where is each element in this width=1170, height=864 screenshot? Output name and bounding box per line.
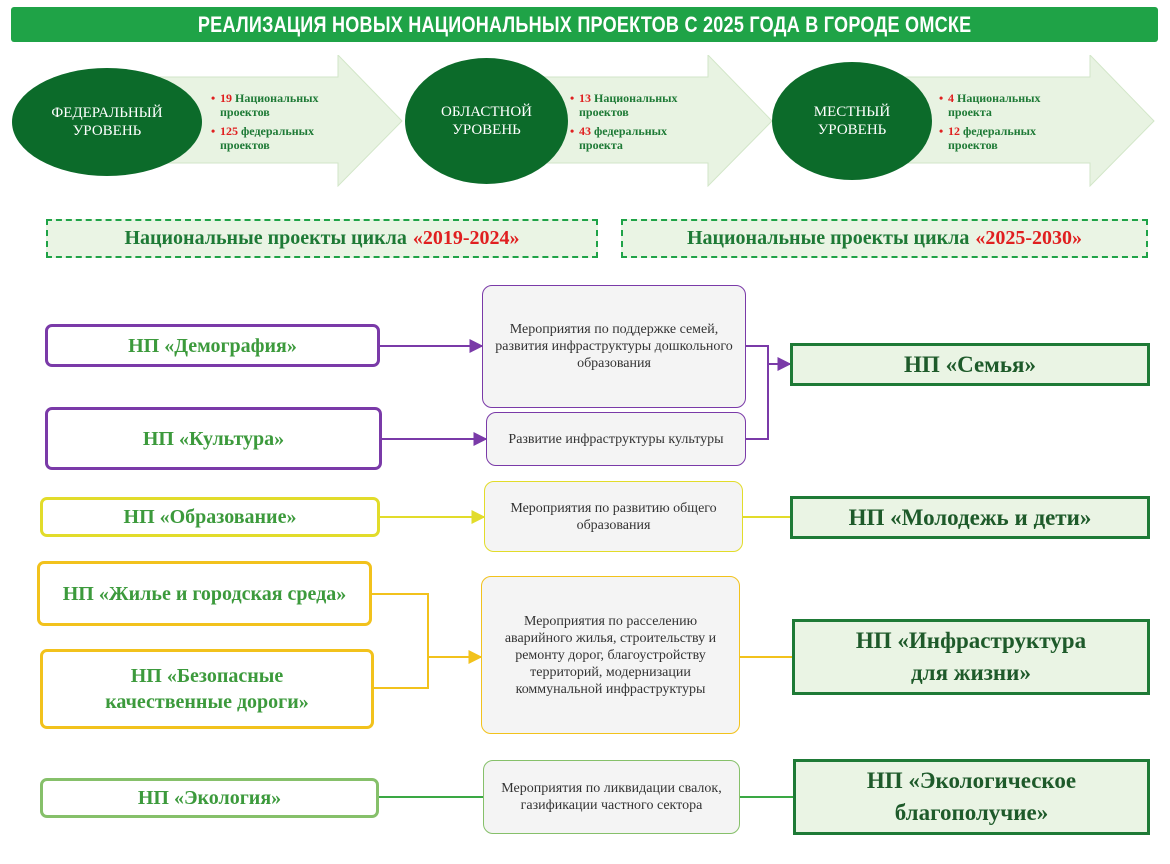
source-roads: НП «Безопасные качественные дороги» xyxy=(40,649,374,729)
level-stats-local: •4 Национальных проекта •12 федеральных … xyxy=(939,91,1041,152)
level-stats-federal: •19 Национальных проектов •125 федеральн… xyxy=(211,91,319,152)
level-name: ОБЛАСТНОЙ xyxy=(441,104,532,120)
source-label: НП «Безопасные качественные дороги» xyxy=(105,665,309,713)
result-label: НП «Инфраструктура для жизни» xyxy=(855,628,1087,685)
result-ecological-wellbeing: НП «Экологическое благополучие» xyxy=(793,759,1150,835)
stat-text: Национальных проектов xyxy=(579,91,678,119)
stat-text: Национальных проектов xyxy=(220,91,319,119)
cycle-header-2019: Национальные проекты цикла«2019-2024» xyxy=(46,219,598,258)
source-label: НП «Экология» xyxy=(137,787,282,809)
level-arrow-local xyxy=(885,55,1157,187)
measure-general-education: Мероприятия по развитию общего образован… xyxy=(484,481,743,552)
source-label: НП «Культура» xyxy=(142,427,285,450)
stat-number: 12 xyxy=(948,124,960,138)
cycle-years: «2025-2030» xyxy=(975,227,1083,249)
measure-living-infrastructure: Мероприятия по расселению аварийного жил… xyxy=(481,576,740,734)
stat-text: Национальных проекта xyxy=(948,91,1041,119)
stat-number: 4 xyxy=(948,91,954,105)
stat-number: 43 xyxy=(579,124,591,138)
measure-culture-infrastructure: Развитие инфраструктуры культуры xyxy=(486,412,746,466)
stat-text: федеральных проектов xyxy=(220,124,315,152)
measure-text: Мероприятия по развитию общего образован… xyxy=(510,500,717,533)
result-youth-children: НП «Молодежь и дети» xyxy=(790,496,1150,539)
cycle-header-2025: Национальные проекты цикла«2025-2030» xyxy=(621,219,1148,258)
source-demography: НП «Демография» xyxy=(45,324,380,367)
source-culture: НП «Культура» xyxy=(45,407,382,470)
source-education: НП «Образование» xyxy=(40,497,380,537)
source-label: НП «Демография» xyxy=(128,334,297,357)
level-regional: ОБЛАСТНОЙ УРОВЕНЬ xyxy=(405,58,568,184)
level-local: МЕСТНЫЙ УРОВЕНЬ xyxy=(772,62,932,180)
source-ecology: НП «Экология» xyxy=(40,778,379,818)
stat-text: федеральных проектов xyxy=(948,124,1037,152)
stat-text: федеральных проекта xyxy=(579,124,668,152)
cycle-label: Национальные проекты цикла xyxy=(686,227,970,249)
level-name: УРОВЕНЬ xyxy=(452,122,521,138)
result-label: НП «Молодежь и дети» xyxy=(848,504,1092,530)
measure-ecology: Мероприятия по ликвидации свалок, газифи… xyxy=(483,760,740,834)
level-federal: ФЕДЕРАЛЬНЫЙ УРОВЕНЬ xyxy=(12,68,202,176)
cycle-label: Национальные проекты цикла xyxy=(124,227,407,249)
level-stats-regional: •13 Национальных проектов •43 федеральны… xyxy=(570,91,678,152)
page-title: РЕАЛИЗАЦИЯ НОВЫХ НАЦИОНАЛЬНЫХ ПРОЕКТОВ С… xyxy=(11,7,1158,42)
result-label: НП «Экологическое благополучие» xyxy=(866,768,1077,825)
level-name: ФЕДЕРАЛЬНЫЙ xyxy=(51,105,163,121)
measure-text: Мероприятия по расселению аварийного жил… xyxy=(504,613,717,697)
level-arrow-regional xyxy=(520,55,775,187)
result-label: НП «Семья» xyxy=(904,351,1036,377)
measure-text: Мероприятия по ликвидации свалок, газифи… xyxy=(501,781,722,813)
cycle-years: «2019-2024» xyxy=(412,227,520,249)
stat-number: 13 xyxy=(579,91,591,105)
stat-number: 19 xyxy=(220,91,232,105)
measure-text: Развитие инфраструктуры культуры xyxy=(508,431,724,447)
result-family: НП «Семья» xyxy=(790,343,1150,386)
source-housing: НП «Жилье и городская среда» xyxy=(37,561,372,626)
measure-text: Мероприятия по поддержке семей, развития… xyxy=(495,322,733,371)
stat-number: 125 xyxy=(220,124,238,138)
level-name: УРОВЕНЬ xyxy=(72,123,142,139)
level-arrow-federal xyxy=(150,55,405,187)
source-label: НП «Жилье и городская среда» xyxy=(62,582,347,605)
level-name: МЕСТНЫЙ xyxy=(813,104,891,120)
source-label: НП «Образование» xyxy=(123,506,297,528)
measure-family-support: Мероприятия по поддержке семей, развития… xyxy=(482,285,746,408)
result-living-infrastructure: НП «Инфраструктура для жизни» xyxy=(792,619,1150,695)
level-name: УРОВЕНЬ xyxy=(817,122,887,138)
